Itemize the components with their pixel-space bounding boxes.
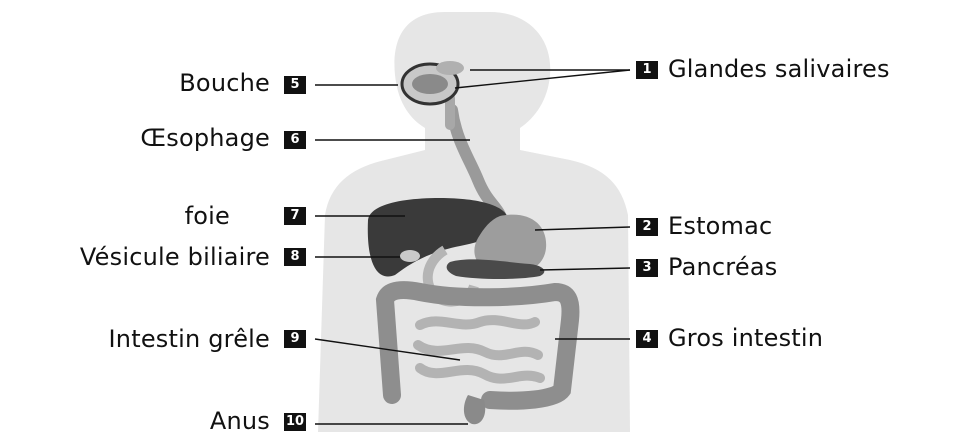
badge-pancreas: 3 (636, 259, 658, 277)
badge-estomac: 2 (636, 218, 658, 236)
badge-anus: 10 (284, 413, 306, 431)
label-pancreas: Pancréas (668, 252, 777, 282)
label-bouche: Bouche (140, 68, 270, 98)
badge-intestin-grele: 9 (284, 330, 306, 348)
badge-vesicule-biliaire: 8 (284, 248, 306, 266)
badge-gros-intestin: 4 (636, 330, 658, 348)
label-foie: foie (150, 201, 230, 231)
label-estomac: Estomac (668, 211, 772, 241)
badge-oesophage: 6 (284, 131, 306, 149)
gallbladder-organ (400, 250, 420, 262)
label-oesophage: Œsophage (90, 123, 270, 153)
label-intestin-grele: Intestin grêle (40, 324, 270, 354)
badge-foie: 7 (284, 207, 306, 225)
label-vesicule-biliaire: Vésicule biliaire (6, 242, 270, 272)
badge-bouche: 5 (284, 76, 306, 94)
label-glandes-salivaires: Glandes salivaires (668, 54, 890, 84)
badge-glandes-salivaires: 1 (636, 61, 658, 79)
label-gros-intestin: Gros intestin (668, 323, 823, 353)
